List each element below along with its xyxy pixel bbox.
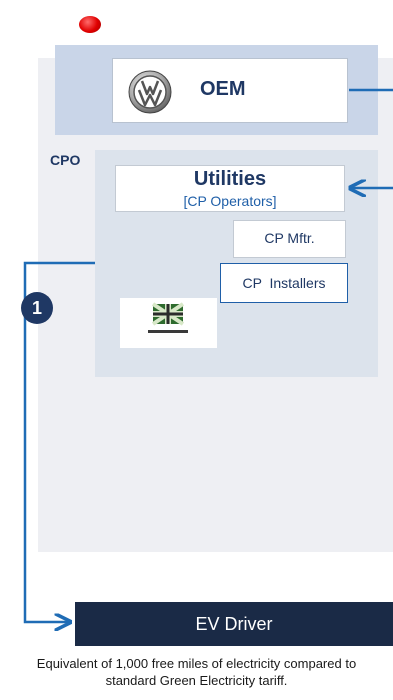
red-marker-icon — [79, 16, 101, 33]
ev-driver-connector-arrow — [23, 261, 95, 622]
volkswagen-logo-icon — [128, 70, 172, 114]
oem-label: OEM — [200, 78, 246, 100]
cpo-label: CPO — [50, 152, 81, 168]
ev-driver-label: EV Driver — [195, 614, 273, 634]
ev-driver-box — [75, 602, 393, 646]
cp-manufacturer-box — [233, 220, 346, 258]
utilities-box — [115, 165, 345, 212]
step-1-badge-number: 1 — [31, 298, 42, 318]
step-1-badge — [21, 292, 53, 324]
utilities-title: Utilities — [193, 168, 267, 190]
ecotricity-logo-icon — [120, 298, 217, 348]
cp-installers-label: CP Installers — [242, 275, 326, 291]
footnote: Equivalent of 1,000 free miles of electr… — [36, 656, 357, 688]
cp-manufacturer-label: CP Mftr. — [264, 230, 315, 246]
utilities-subtitle: [CP Operators] — [183, 193, 277, 209]
cp-installers-box — [220, 263, 348, 303]
